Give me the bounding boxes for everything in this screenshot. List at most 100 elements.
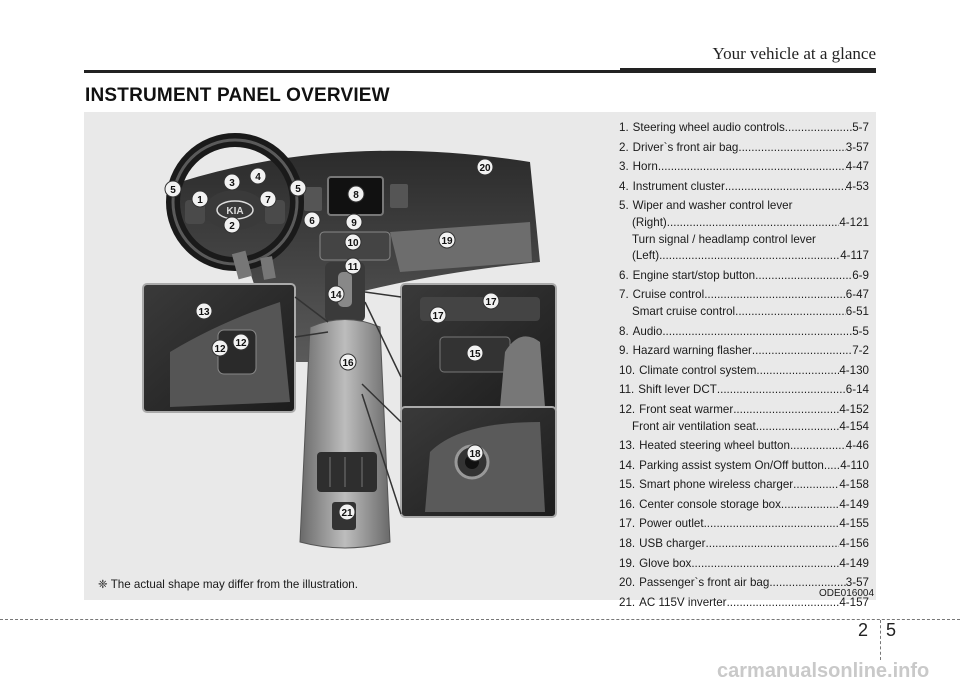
- item-label: Audio: [632, 324, 663, 338]
- item-page-ref: 4-46: [845, 439, 869, 453]
- callout-11: 11: [344, 257, 362, 275]
- callout-13: 13: [195, 302, 213, 320]
- svg-text:3: 3: [229, 178, 235, 189]
- item-label: Engine start/stop button: [632, 268, 756, 282]
- svg-text:16: 16: [342, 358, 354, 369]
- item-label: Center console storage box: [639, 497, 781, 511]
- svg-text:8: 8: [353, 190, 359, 201]
- item-label: (Left): [632, 249, 660, 263]
- leader-dots: [659, 248, 840, 265]
- svg-text:1: 1: [197, 195, 203, 206]
- item-number: 15.: [619, 478, 636, 492]
- leader-dots: [785, 120, 852, 137]
- callout-15: 15: [466, 344, 484, 362]
- leader-dots: [667, 215, 840, 232]
- leader-dots: [706, 536, 840, 553]
- item-label: USB charger: [639, 537, 706, 551]
- callout-17a: 17: [429, 306, 447, 324]
- svg-text:4: 4: [255, 172, 261, 183]
- item-label: Front seat warmer: [639, 402, 734, 416]
- leader-dots: [790, 438, 846, 455]
- svg-text:9: 9: [351, 218, 357, 229]
- svg-text:15: 15: [469, 349, 481, 360]
- list-item: 10.Climate control system4-130: [619, 363, 869, 380]
- item-page-ref: 6-47: [845, 288, 869, 302]
- item-page-ref: 4-158: [839, 478, 869, 492]
- svg-text:20: 20: [479, 163, 491, 174]
- header-rule-accent: [620, 68, 876, 73]
- list-item: 19.Glove box4-149: [619, 556, 869, 573]
- list-item: 14.Parking assist system On/Off button 4-…: [619, 458, 869, 475]
- svg-text:14: 14: [330, 290, 342, 301]
- item-label: Wiper and washer control lever: [632, 199, 793, 213]
- item-page-ref: 6-51: [845, 304, 869, 318]
- list-item: 9.Hazard warning flasher7-2: [619, 343, 869, 360]
- chapter-number: 2: [858, 620, 869, 640]
- list-item: 6.Engine start/stop button 6-9: [619, 268, 869, 285]
- item-label: Hazard warning flasher: [632, 344, 752, 358]
- item-page-ref: 5-7: [852, 121, 869, 134]
- list-item: Smart cruise control6-51: [619, 304, 869, 321]
- item-label: Driver`s front air bag: [632, 140, 739, 154]
- svg-text:10: 10: [347, 238, 359, 249]
- item-label: Climate control system: [639, 363, 757, 377]
- item-label: Front air ventilation seat: [632, 419, 756, 433]
- item-page-ref: 6-14: [845, 383, 869, 397]
- leader-dots: [733, 402, 839, 419]
- item-label: (Right): [632, 215, 667, 229]
- list-item: Turn signal / headlamp control lever: [619, 232, 869, 249]
- item-number: 6.: [619, 268, 629, 282]
- list-item: 4.Instrument cluster4-53: [619, 179, 869, 196]
- list-item: 11.Shift lever DCT6-14: [619, 382, 869, 399]
- leader-dots: [752, 343, 852, 360]
- item-page-ref: 6-9: [852, 268, 869, 282]
- item-label: Horn: [632, 160, 658, 174]
- leader-dots: [738, 140, 845, 157]
- callout-3: 3: [223, 173, 241, 191]
- list-item: 17.Power outlet4-155: [619, 516, 869, 533]
- rear-vents: [317, 452, 377, 492]
- leader-dots: [793, 477, 839, 494]
- item-label: Parking assist system On/Off button: [639, 458, 824, 472]
- list-item: 3.Horn4-47: [619, 159, 869, 176]
- item-number: 3.: [619, 160, 629, 174]
- item-page-ref: 3-57: [845, 576, 869, 590]
- leader-dots: [658, 159, 846, 176]
- leader-dots: [781, 497, 839, 514]
- section-title: INSTRUMENT PANEL OVERVIEW: [85, 85, 390, 106]
- leader-dots: [662, 324, 852, 341]
- list-item: Front air ventilation seat4-154: [619, 419, 869, 436]
- item-label: Passenger`s front air bag: [639, 576, 770, 590]
- item-label: AC 115V inverter: [639, 595, 727, 609]
- item-label: Glove box: [639, 556, 692, 570]
- callout-1: 1: [191, 190, 209, 208]
- item-number: 4.: [619, 179, 629, 193]
- callout-6: 6: [303, 211, 321, 229]
- svg-text:5: 5: [295, 184, 301, 195]
- item-number: 8.: [619, 324, 629, 338]
- item-page-ref: 4-110: [840, 458, 869, 472]
- item-page-ref: 4-152: [839, 402, 869, 416]
- list-item: 13.Heated steering wheel button4-46: [619, 438, 869, 455]
- item-number: 5.: [619, 199, 629, 213]
- svg-text:7: 7: [265, 195, 271, 206]
- svg-text:19: 19: [441, 236, 453, 247]
- callout-21: 21: [338, 503, 356, 521]
- leader-dots: [756, 363, 839, 380]
- item-number: 11.: [619, 383, 635, 397]
- leader-dots: [824, 458, 840, 475]
- item-number: 14.: [619, 458, 636, 472]
- item-number: 12.: [619, 402, 636, 416]
- svg-text:21: 21: [341, 508, 353, 519]
- running-header: Your vehicle at a glance: [712, 44, 877, 63]
- list-item: 15.Smart phone wireless charger4-158: [619, 477, 869, 494]
- item-page-ref: 4-121: [839, 215, 869, 229]
- svg-text:18: 18: [469, 449, 481, 460]
- callout-17b: 17: [482, 292, 500, 310]
- callout-5-left: 5: [164, 180, 182, 198]
- item-page-ref: 4-149: [839, 497, 869, 511]
- leader-dots: [756, 419, 840, 436]
- list-item: 7.Cruise control6-47: [619, 287, 869, 304]
- callout-12a: 12: [211, 339, 229, 357]
- item-number: 13.: [619, 439, 636, 453]
